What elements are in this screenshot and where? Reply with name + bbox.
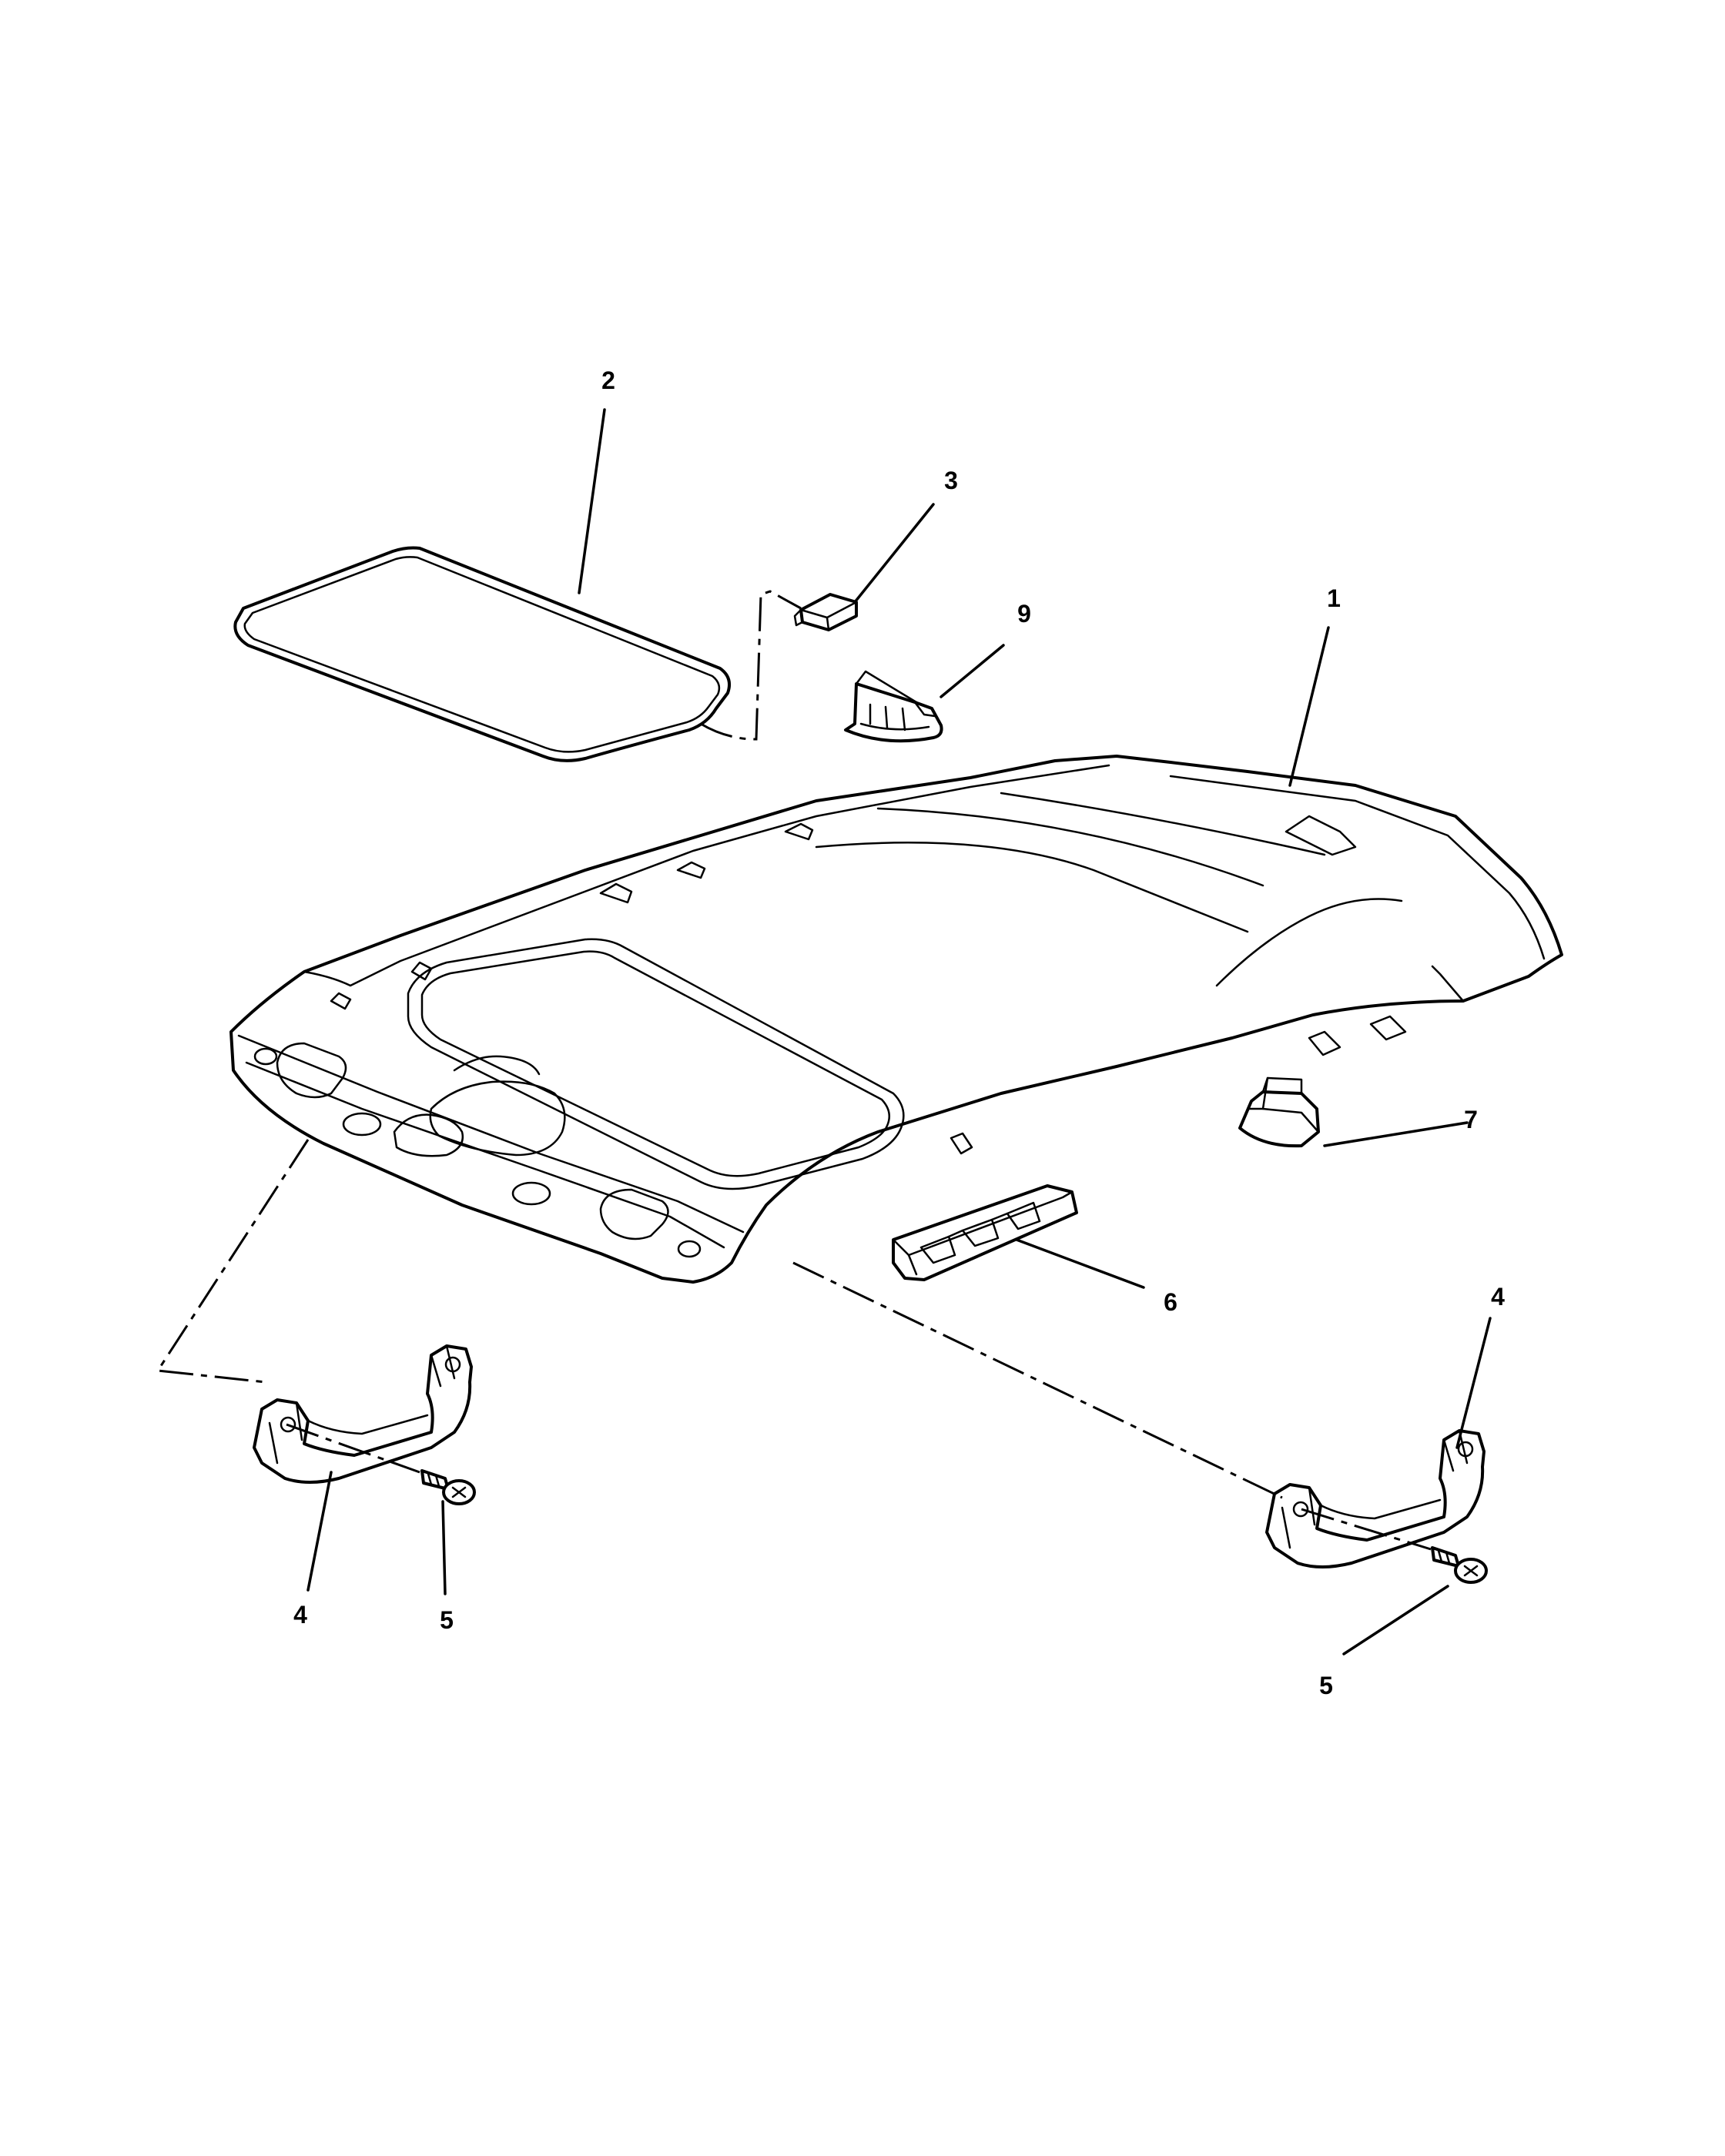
leader-line-3 [853, 503, 935, 604]
grab-handle-right-part [1265, 1429, 1486, 1568]
install-line-screw-left [286, 1423, 420, 1474]
callout-5-right: 5 [1319, 1672, 1333, 1699]
callout-4-right: 4 [1491, 1283, 1505, 1311]
sunroof-seal-part [233, 546, 731, 762]
screw-right-part [1431, 1546, 1488, 1584]
callout-3: 3 [944, 467, 958, 494]
trim-bracket-part [892, 1184, 1078, 1281]
callout-9: 9 [1017, 600, 1031, 628]
leader-line-5b [1342, 1585, 1449, 1656]
callout-2: 2 [601, 367, 615, 394]
leader-line-1 [1288, 626, 1330, 787]
leader-line-6 [1015, 1238, 1145, 1289]
install-line-left [156, 1139, 310, 1384]
light-housing-part [844, 670, 943, 743]
sunroof-clip-part [793, 593, 858, 631]
grab-handle-left-part [253, 1344, 473, 1484]
leader-line-7 [1323, 1121, 1469, 1147]
callout-6: 6 [1164, 1288, 1177, 1316]
install-line-right [792, 1261, 1283, 1499]
install-line-screw-right [1301, 1508, 1432, 1551]
callout-7: 7 [1464, 1106, 1478, 1133]
headliner-part [229, 755, 1563, 1284]
leader-line-5a [441, 1500, 447, 1595]
leader-line-4a [306, 1471, 333, 1592]
leader-line-4b [1455, 1317, 1492, 1449]
screw-left-part [420, 1469, 476, 1505]
rear-light-housing-part [1238, 1076, 1320, 1148]
callout-4-left: 4 [293, 1601, 307, 1629]
leader-line-2 [578, 408, 606, 594]
callout-5-left: 5 [440, 1606, 454, 1634]
leader-line-9 [940, 644, 1005, 698]
callout-1: 1 [1327, 584, 1341, 612]
